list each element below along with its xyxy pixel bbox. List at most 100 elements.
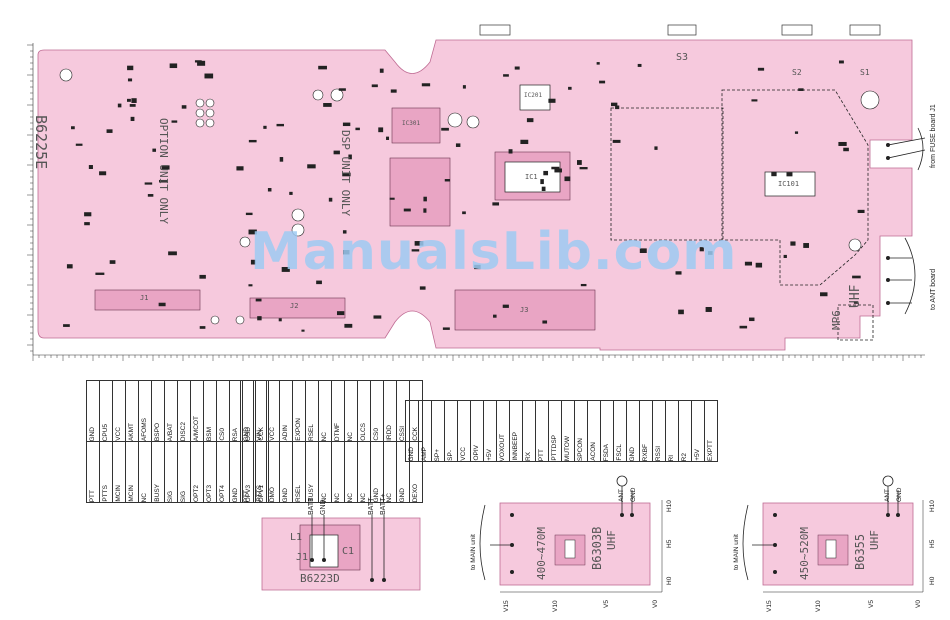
smd-pad xyxy=(389,197,395,200)
smd-pad xyxy=(783,254,787,259)
smd-pad xyxy=(248,229,257,235)
signal-cell: PTT xyxy=(535,400,549,462)
smd-pad xyxy=(596,62,600,65)
smd-pad xyxy=(318,65,327,70)
signal-cell: VIN xyxy=(253,380,267,442)
signal-cell: VCC xyxy=(266,380,280,442)
signal-cell: FSDA xyxy=(600,400,614,462)
pad-circle xyxy=(239,236,251,248)
smd-pad xyxy=(152,148,157,152)
smd-pad xyxy=(421,83,431,87)
smd-pad xyxy=(88,165,93,169)
smd-pad xyxy=(378,127,384,133)
signal-name: GND xyxy=(282,487,289,502)
signal-name: EXPTT xyxy=(707,440,714,461)
smd-pad xyxy=(281,266,290,272)
signal-cell: OPT3 xyxy=(203,441,217,503)
signal-name: FSDA xyxy=(603,443,610,461)
j1-mark: J1 xyxy=(140,294,149,302)
smd-pad xyxy=(106,129,113,133)
smd-pad xyxy=(276,123,284,127)
smd-pad xyxy=(109,260,116,264)
uhf400-band: UHF xyxy=(605,530,618,550)
uhf450-v15: V15 xyxy=(766,600,773,612)
uhf400-board-id: B6303B xyxy=(590,526,604,570)
l1-label: L1 xyxy=(290,532,303,543)
uhf450-h0: H0 xyxy=(929,576,936,585)
board-ics xyxy=(504,84,816,197)
smd-pad xyxy=(328,197,333,202)
signal-cell: NC xyxy=(318,380,332,442)
smd-pad xyxy=(204,73,214,79)
smd-pad xyxy=(543,170,549,176)
uhf-board-400 xyxy=(479,475,663,593)
smd-pad xyxy=(131,98,137,103)
smd-pad xyxy=(852,275,861,279)
signal-name: CPU5 xyxy=(102,423,109,441)
signal-name: GND xyxy=(629,446,636,461)
smd-pad xyxy=(255,298,262,302)
smd-pad xyxy=(248,284,253,287)
smd-pad xyxy=(423,196,427,202)
signal-cell: RSEL xyxy=(292,441,306,503)
smd-pad xyxy=(289,191,293,195)
smd-pad xyxy=(250,259,256,265)
left-ruler-ticks xyxy=(27,44,33,352)
uhf400-gnd-label: GND xyxy=(630,487,637,502)
signal-name: INNBEEP xyxy=(512,432,519,461)
smd-pad xyxy=(127,65,134,71)
signal-cell: CS0 xyxy=(370,380,384,442)
smd-pad xyxy=(126,98,131,102)
smd-pad xyxy=(599,80,606,84)
smd-pad xyxy=(612,139,621,143)
j3-mark: J3 xyxy=(520,306,529,314)
mp-mark: MP6 xyxy=(830,310,843,330)
bottom-ruler-ticks xyxy=(32,355,922,361)
smd-pad xyxy=(144,182,153,185)
batt-board xyxy=(261,515,421,591)
pad-circle xyxy=(291,223,305,237)
smd-pad xyxy=(278,318,282,322)
smd-pad xyxy=(757,67,765,71)
signal-cell: BSPO xyxy=(151,380,165,442)
batt-plus-pin-label: BATT+ xyxy=(380,493,387,515)
signal-cell: A/BAT xyxy=(164,380,178,442)
signal-cell: SIG xyxy=(177,441,191,503)
uhf400-h0: H0 xyxy=(666,576,673,585)
uhf400-h5: H5 xyxy=(666,539,673,548)
signal-cell: MCIN xyxy=(112,441,126,503)
signal-name: MUTOW xyxy=(564,435,571,461)
smd-pad xyxy=(838,60,844,64)
uhf400-freq: 400~470M xyxy=(535,527,548,580)
j2-mark: J2 xyxy=(290,302,299,310)
signal-name: NC xyxy=(321,431,328,441)
side-leads xyxy=(887,127,926,315)
signal-name: CS0 xyxy=(373,428,380,441)
smd-pad xyxy=(371,84,378,88)
pad-circle xyxy=(848,238,862,252)
smd-pad xyxy=(514,66,520,70)
signal-cell: RSSI xyxy=(652,400,666,462)
signal-cell: CS0 xyxy=(216,380,230,442)
smd-pad xyxy=(794,131,799,134)
signal-cell: +5V xyxy=(691,400,705,462)
smd-pad xyxy=(803,243,810,248)
smd-pad xyxy=(786,172,793,177)
smd-pad xyxy=(508,149,513,154)
smd-pad xyxy=(159,179,168,183)
smd-pads xyxy=(63,60,865,332)
s1-mark: S1 xyxy=(860,68,870,77)
signal-name: GND xyxy=(243,426,250,441)
signal-name: MCIN xyxy=(128,485,135,502)
smd-pad xyxy=(342,172,351,177)
smd-pad xyxy=(542,320,548,324)
smd-pad xyxy=(279,157,284,162)
signal-cell: AKMT xyxy=(125,380,139,442)
signal-name: AMP xyxy=(421,446,428,461)
ic101-mark: IC101 xyxy=(778,180,800,188)
batt-pin-label: BATT xyxy=(308,497,315,515)
signal-name: DISC2 xyxy=(180,421,187,441)
smd-pad xyxy=(248,139,257,143)
signal-name: PTTDSP xyxy=(551,435,558,461)
signal-cell: RX xyxy=(522,400,536,462)
